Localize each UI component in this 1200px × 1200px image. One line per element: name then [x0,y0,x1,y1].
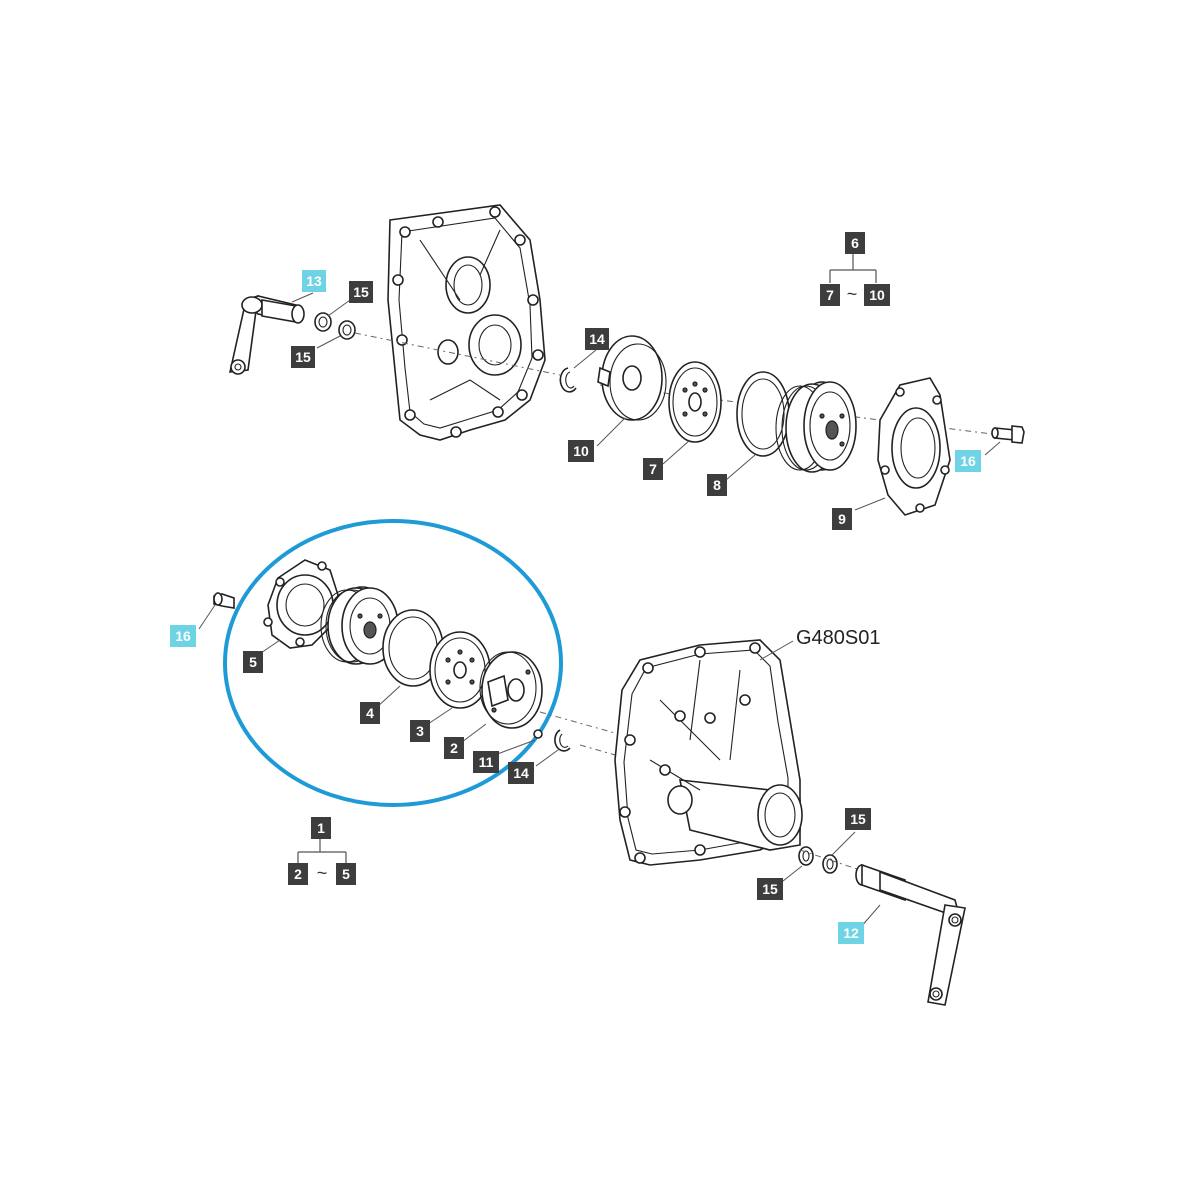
svg-text:16: 16 [175,628,191,644]
label-10-upper: 10 [568,440,594,462]
label-1: 1 [311,817,331,839]
ball-11 [533,729,543,739]
group-bracket-1 [297,838,347,864]
label-7-upper: 7 [643,458,663,480]
label-15-lower-a: 15 [845,808,871,830]
group-bracket-6 [829,252,877,283]
steel-disc-8 [736,371,790,457]
label-10-range: 10 [864,284,890,306]
label-3: 3 [410,720,430,742]
svg-text:10: 10 [869,287,885,303]
highlight-ellipse [223,519,563,807]
label-14-upper: 14 [585,328,609,350]
o-ring-15-upper-b [338,320,356,340]
svg-text:12: 12 [843,925,859,941]
svg-text:2: 2 [294,866,302,882]
label-13: 13 [302,270,326,292]
svg-text:7: 7 [826,287,834,303]
label-15-upper-a: 15 [349,281,373,303]
svg-text:14: 14 [513,765,529,781]
label-16-upper: 16 [955,450,981,472]
clutch-carrier-9 [877,377,951,516]
svg-text:7: 7 [649,461,657,477]
svg-text:9: 9 [838,511,846,527]
svg-text:10: 10 [573,443,589,459]
range-tilde-upper: ~ [847,284,858,304]
svg-text:13: 13 [306,273,322,289]
transmission-cover-upper [387,204,546,441]
svg-text:14: 14 [589,331,605,347]
drawing-reference: G480S01 [796,627,881,649]
svg-text:6: 6 [851,235,859,251]
label-5-range: 5 [336,863,356,885]
o-ring-15-lower-a [798,846,814,866]
svg-text:8: 8 [713,477,721,493]
label-14-lower: 14 [508,762,534,784]
svg-text:5: 5 [249,654,257,670]
label-4: 4 [360,702,380,724]
label-2-range: 2 [288,863,308,885]
svg-text:15: 15 [762,881,778,897]
svg-text:3: 3 [416,723,424,739]
o-ring-15-upper-a [314,312,332,332]
label-5-lower: 5 [243,651,263,673]
svg-text:15: 15 [353,284,369,300]
label-8: 8 [707,474,727,496]
svg-text:15: 15 [850,811,866,827]
label-12: 12 [838,922,864,944]
friction-disc-3 [429,631,491,709]
label-2-lower: 2 [444,737,464,759]
label-6: 6 [845,232,865,254]
label-16-lower: 16 [170,625,196,647]
label-15-lower-b: 15 [757,878,783,900]
label-9: 9 [832,508,852,530]
range-tilde-lower: ~ [317,863,328,883]
label-15-upper-b: 15 [291,346,315,368]
bolt-16-upper [991,425,1025,444]
friction-disc-7 [668,361,722,443]
transmission-housing-lower [614,639,803,866]
shift-lever-12 [855,863,966,1006]
svg-text:1: 1 [317,820,325,836]
svg-text:5: 5 [342,866,350,882]
o-ring-15-lower-b [822,854,838,874]
bolt-16-lower [213,592,235,609]
circlip-14-upper [559,367,577,393]
svg-text:11: 11 [479,754,494,770]
clutch-pack-upper [775,381,857,473]
leader-lines [198,292,1001,929]
circlip-14-lower [554,729,571,752]
svg-text:2: 2 [450,740,458,756]
pressure-plate-10 [597,335,667,421]
svg-text:15: 15 [295,349,311,365]
label-11: 11 [473,751,499,773]
svg-text:4: 4 [366,705,374,721]
shift-lever-13 [228,294,305,375]
svg-text:16: 16 [960,453,976,469]
pressure-plate-2 [479,651,543,729]
label-7-range: 7 [820,284,840,306]
